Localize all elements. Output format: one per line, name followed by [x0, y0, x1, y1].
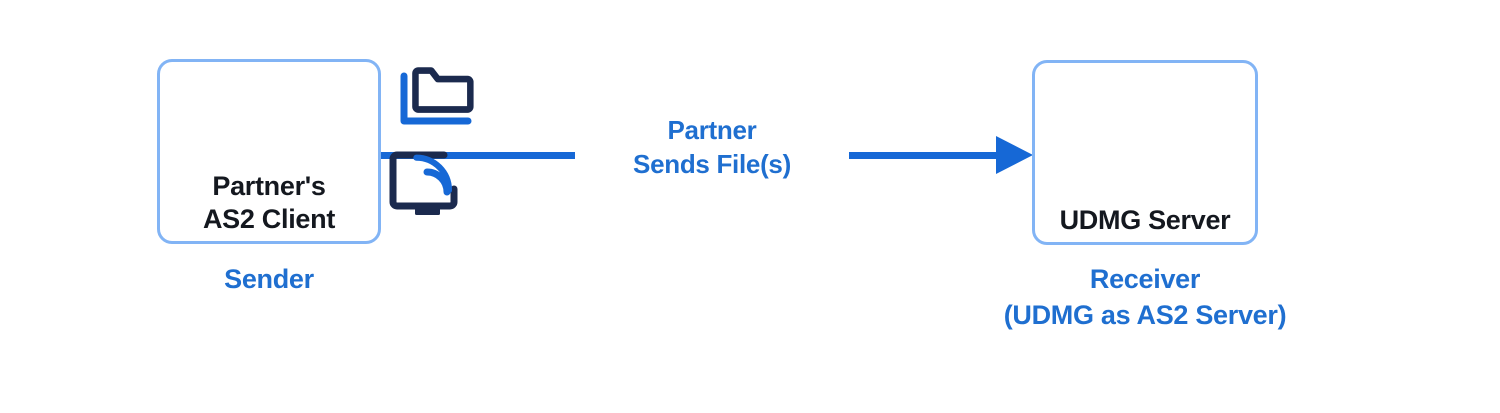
sender-node-label: Partner's AS2 Client — [202, 171, 336, 234]
receiver-node-box[interactable]: UDMG Server — [1032, 60, 1258, 245]
sender-node-box[interactable]: Partner's AS2 Client — [157, 59, 458, 244]
connector-arrowhead-icon — [996, 136, 1033, 174]
folder-stack-icon — [398, 62, 478, 128]
screen-cast-icon — [386, 148, 472, 220]
receiver-caption: Receiver (UDMG as AS2 Server) — [1003, 264, 1287, 330]
connector-label: Partner Sends File(s) — [575, 111, 849, 183]
receiver-node-label: UDMG Server — [1059, 205, 1231, 235]
sender-caption: Sender — [224, 264, 314, 294]
